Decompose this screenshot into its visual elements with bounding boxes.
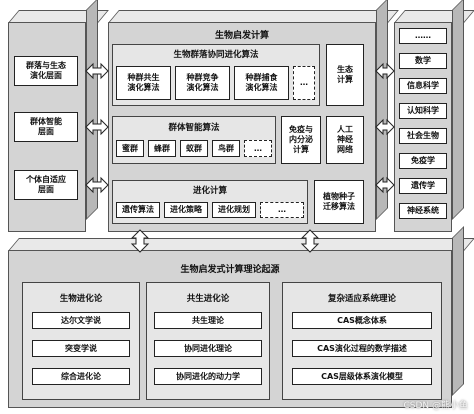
swarm-box-bird: 鸟群 [212, 140, 240, 157]
evo-box-ep: 进化规划 [212, 202, 256, 218]
left-item-swarm: 群体智能 层面 [14, 112, 78, 142]
community-box-competition: 种群竞争 演化算法 [175, 66, 230, 100]
right-item-infosci: 信息科学 [399, 78, 447, 94]
center-block-top [108, 10, 399, 23]
plant-seed-box: 植物种子 迁移算法 [314, 180, 364, 224]
evolution-title: 进化计算 [192, 186, 227, 196]
swarm-box-more: … [244, 140, 272, 157]
evo-box-es: 进化策略 [164, 202, 208, 218]
swarm-box-honey: 蜜群 [116, 140, 144, 157]
center-block-side [376, 0, 388, 220]
ecology-computing-box: 生态 计算 [326, 44, 364, 106]
swarm-box-bee: 蜂群 [148, 140, 176, 157]
bottom-title: 生物启发式计算理论起源 [180, 265, 280, 275]
theory-title-cas: 复杂适应系统理论 [327, 294, 396, 304]
theory-item-cas-concept: CAS概念体系 [292, 312, 432, 329]
right-item-math: 数学 [399, 53, 447, 69]
right-item-immunology: 免疫学 [399, 153, 447, 169]
theory-item-coevolution: 协同进化理论 [154, 340, 262, 357]
center-title: 生物启发计算 [214, 31, 269, 41]
theory-item-cas-hierarchy: CAS层级体系演化模型 [292, 368, 432, 385]
swarm-title: 群体智能算法 [168, 123, 220, 133]
swarm-box-ant: 蚁群 [180, 140, 208, 157]
theory-item-symbiosis: 共生理论 [154, 312, 262, 329]
community-box-symbiosis: 种群共生 演化算法 [116, 66, 171, 100]
right-item-neural: 神经系统 [399, 203, 447, 219]
community-title: 生物群落协同进化算法 [173, 50, 259, 60]
evo-box-more: … [260, 202, 304, 218]
community-box-predation: 种群捕食 演化算法 [234, 66, 289, 100]
theory-item-coevo-dynamics: 协同进化的动力学 [154, 368, 262, 385]
right-item-genetics: 遗传学 [399, 178, 447, 194]
left-item-community: 群落与生态 演化层面 [14, 56, 78, 86]
ann-box: 人工 神经 网络 [326, 116, 364, 164]
theory-item-darwin: 达尔文学说 [32, 312, 130, 329]
theory-item-cas-math: CAS演化过程的数学描述 [292, 340, 432, 357]
left-block-side [86, 0, 98, 220]
bottom-block-side [452, 226, 464, 396]
bottom-block-top [8, 238, 474, 251]
right-item-cogsci: 认知科学 [399, 103, 447, 119]
theory-item-synthesis: 综合进化论 [32, 368, 130, 385]
community-box-more: … [293, 66, 315, 100]
right-item-sociobio: 社会生物 [399, 128, 447, 144]
right-item-more: …… [399, 28, 447, 44]
theory-title-evolution: 生物进化论 [59, 294, 103, 304]
right-block-side [452, 0, 464, 220]
theory-item-mutation: 突变学说 [32, 340, 130, 357]
watermark: CSDN @熊小鱼 [403, 401, 468, 411]
immune-computing-box: 免疫与 内分泌 计算 [281, 116, 321, 164]
theory-title-symbiosis: 共生进化论 [186, 294, 230, 304]
left-item-individual: 个体自适应 层面 [14, 170, 78, 200]
evo-box-ga: 遗传算法 [116, 202, 160, 218]
